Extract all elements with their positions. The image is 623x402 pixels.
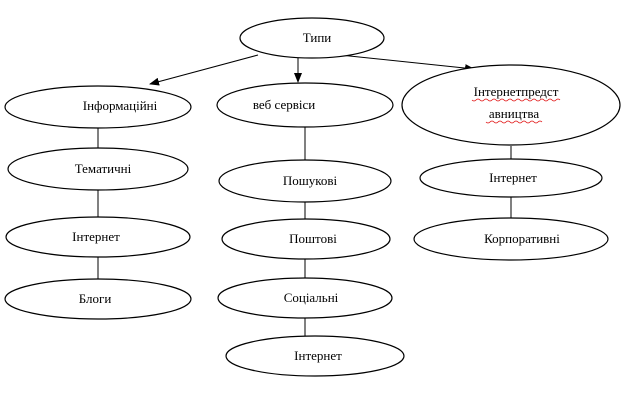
node-web-2: Поштові [221, 218, 391, 260]
node-rep-1-label: Інтернет [489, 170, 537, 185]
node-rep-label-line-1: Інтернетпредст [474, 84, 559, 99]
node-web-3-label: Соціальні [284, 290, 339, 305]
node-web-3: Соціальні [217, 277, 393, 319]
node-rep-1: Інтернет [419, 158, 603, 198]
node-rep-2: Корпоративні [413, 217, 609, 261]
node-rep-label-line-2: авництва [489, 106, 539, 121]
edge-root-to-rep [339, 54, 475, 73]
node-web-4: Інтернет [225, 335, 405, 377]
node-info-2: Інтернет [5, 216, 191, 258]
node-info-3-label: Блоги [79, 291, 112, 306]
node-web-1-label: Пошукові [283, 173, 338, 188]
node-web-4-label: Інтернет [294, 348, 342, 363]
node-rep-2-label: Корпоративні [484, 231, 560, 246]
node-web-1: Пошукові [218, 159, 392, 203]
node-web-2-label: Поштові [289, 231, 337, 246]
node-info-2-label: Інтернет [72, 229, 120, 244]
node-info-1: Тематичні [7, 147, 189, 191]
spellcheck-underline-line-2 [485, 120, 543, 124]
node-info-label: Інформаційні [83, 98, 158, 113]
node-root: Типи [239, 17, 385, 59]
node-root-label: Типи [303, 30, 332, 45]
node-web: веб сервіси [216, 82, 394, 128]
edge-root-to-info [149, 54, 259, 86]
node-info-3: Блоги [4, 278, 192, 320]
node-rep: Інтернетпредст авництва [401, 64, 621, 146]
spellcheck-underline-line-1 [471, 98, 561, 102]
node-info-1-label: Тематичні [75, 161, 132, 176]
node-info: Інформаційні [4, 85, 192, 129]
node-web-label: веб сервіси [253, 97, 315, 112]
